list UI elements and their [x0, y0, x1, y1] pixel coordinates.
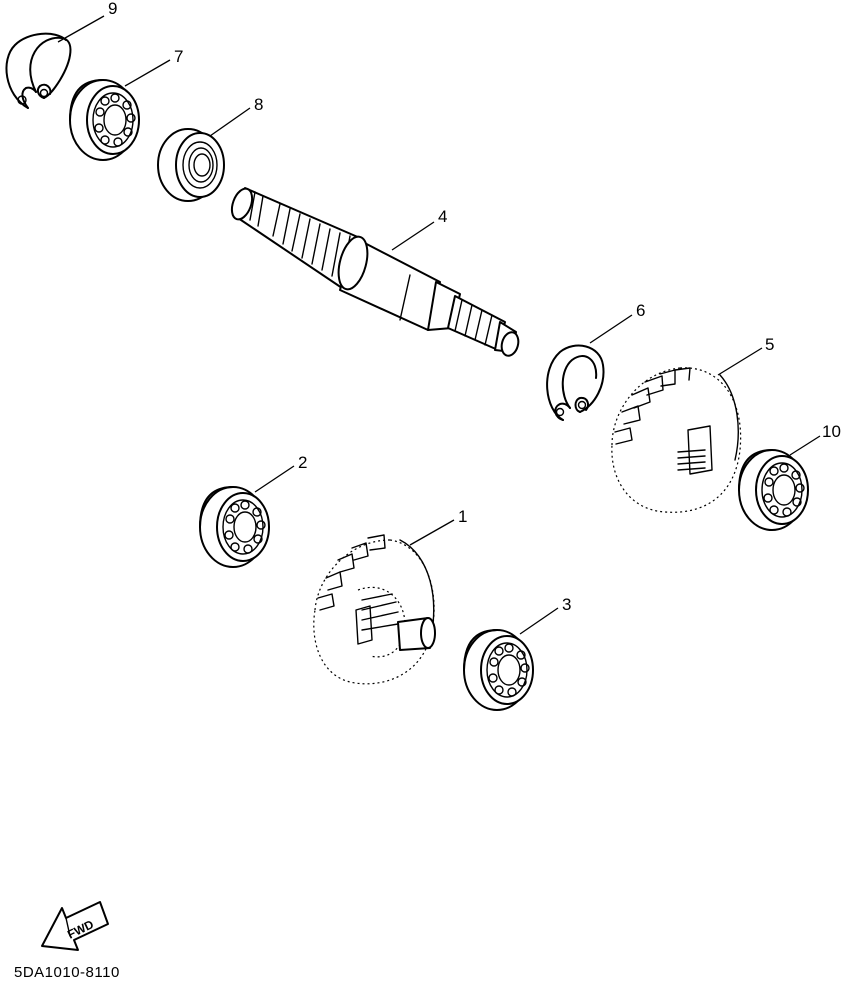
fwd-label: FWD	[65, 917, 96, 942]
circlip-hole	[17, 95, 27, 105]
part-8-oil-seal[interactable]	[157, 128, 225, 202]
callout-label: 1	[458, 507, 467, 526]
fwd-arrow-icon: FWD	[41, 901, 109, 951]
callout-label: 8	[254, 95, 263, 114]
callout-9: 9	[57, 0, 117, 43]
part-10-bearing[interactable]	[738, 449, 809, 531]
callout-1: 1	[409, 507, 467, 546]
callout-10: 10	[789, 422, 841, 456]
callout-label: 4	[438, 207, 447, 226]
callout-label: 9	[108, 0, 117, 18]
callout-2: 2	[254, 453, 307, 493]
callout-label: 5	[765, 335, 774, 354]
callout-label: 6	[636, 301, 645, 320]
callout-label: 3	[562, 595, 571, 614]
part-5-gear[interactable]	[611, 367, 742, 513]
part-2-bearing[interactable]	[199, 486, 270, 568]
callout-label: 2	[298, 453, 307, 472]
part-3-bearing[interactable]	[463, 629, 534, 711]
callout-label: 7	[174, 47, 183, 66]
diagram-code: 5DA1010-8110	[14, 964, 120, 981]
part-7-bearing[interactable]	[69, 79, 140, 161]
part-1-gear[interactable]	[313, 534, 436, 685]
callout-3: 3	[519, 595, 571, 635]
part-4-shaft[interactable]	[228, 186, 521, 358]
callout-7: 7	[124, 47, 183, 87]
callout-4: 4	[391, 207, 447, 251]
callout-8: 8	[209, 95, 263, 137]
callout-label: 10	[822, 422, 841, 441]
callout-5: 5	[717, 335, 774, 376]
callout-6: 6	[589, 301, 645, 344]
part-9-circlip[interactable]	[5, 32, 72, 109]
part-6-circlip[interactable]	[546, 344, 605, 421]
